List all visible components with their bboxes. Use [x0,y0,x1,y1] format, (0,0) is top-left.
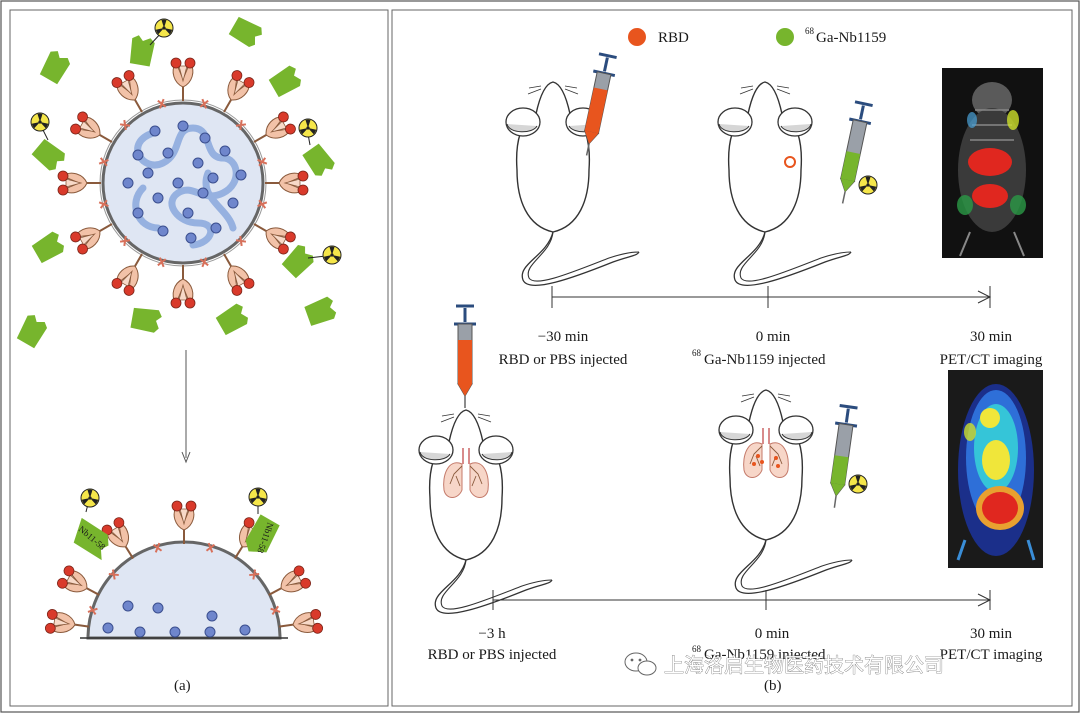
t1-desc-1: RBD or PBS injected [499,352,628,368]
bound-particle [43,500,325,640]
radioactive-icons-a [30,18,342,265]
caption-b: (b) [764,678,782,694]
petct-image-2 [948,370,1043,568]
mouse-row2-b [718,389,853,595]
syringe-ga-1 [830,99,877,208]
panel-a-border [9,9,389,707]
radioactive-icon-b2 [848,474,868,494]
watermark-text: 上海洛启生物医药技术有限公司 [664,653,944,677]
petct-image-1 [942,68,1043,258]
t2-time-1: −3 h [478,626,506,642]
syringe-ga-2 [821,403,861,511]
legend-rbd-label: RBD [658,30,689,46]
legend-rbd-swatch [628,28,646,46]
t1-time-1: −30 min [538,329,589,345]
radioactive-icon-b1 [858,175,878,195]
bound-nanobody-left: Nb11-58 [73,488,109,561]
panel-a: Nb11-58 Nb11-58 (a) [15,15,342,694]
timeline-1: −30 min RBD or PBS injected 0 min 68 Ga-… [499,286,1043,368]
t2-time-3: 30 min [970,626,1013,642]
t2-desc-2-prefix: 68 [692,644,702,654]
t2-time-2: 0 min [755,626,790,642]
watermark: 上海洛启生物医药技术有限公司 [624,652,944,677]
syringe-rbd-2 [452,304,478,410]
legend-ga-swatch [776,28,794,46]
t1-time-2: 0 min [756,329,791,345]
t2-desc-2: Ga-Nb1159 injected [704,647,826,663]
mouse-row1-a [505,81,640,287]
panel-b: RBD 68 Ga-Nb1159 [418,26,1043,694]
t1-desc-3: PET/CT imaging [940,352,1043,368]
mouse-row2-a [418,409,553,615]
wechat-icon [624,652,657,676]
timeline-2: −3 h RBD or PBS injected 0 min 68 Ga-Nb1… [428,590,1043,663]
legend-ga-prefix: 68 [805,26,815,36]
legend-ga-label: Ga-Nb1159 [816,30,886,46]
caption-a: (a) [174,678,191,694]
syringe-rbd-1 [574,51,621,160]
legend: RBD 68 Ga-Nb1159 [628,26,886,46]
panel-b-border [391,9,1073,707]
t1-desc-2-prefix: 68 [692,348,702,358]
t1-desc-2: Ga-Nb1159 injected [704,352,826,368]
t2-desc-1: RBD or PBS injected [428,647,557,663]
virus-particle [57,57,309,309]
arrow-down [181,350,191,464]
mouse-row1-b [717,81,852,287]
t2-desc-3: PET/CT imaging [940,647,1043,663]
t1-time-3: 30 min [970,329,1013,345]
